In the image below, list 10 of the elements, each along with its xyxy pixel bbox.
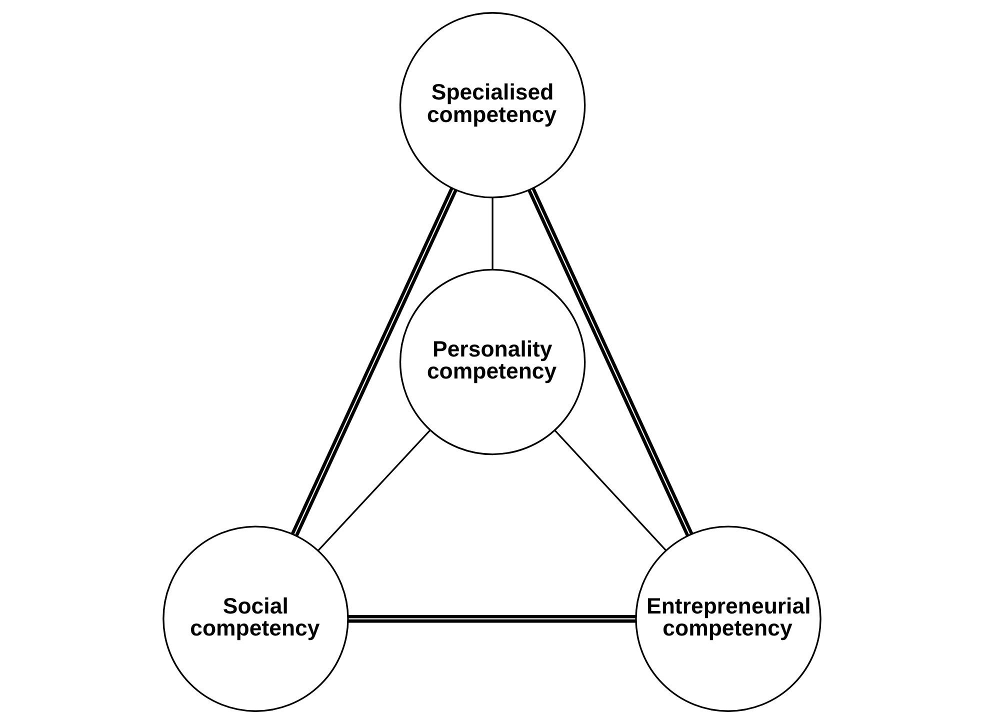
connector	[554, 430, 667, 552]
node-circle: Personality competency	[399, 268, 586, 456]
connector	[318, 430, 431, 552]
node-circle: Social competency	[162, 526, 349, 712]
connector	[348, 614, 636, 623]
connector	[528, 188, 694, 536]
connector	[492, 197, 494, 270]
node-circle: Specialised competency	[399, 12, 586, 198]
node-circle: Entrepreneurial competency	[635, 526, 822, 712]
connector	[290, 188, 458, 536]
